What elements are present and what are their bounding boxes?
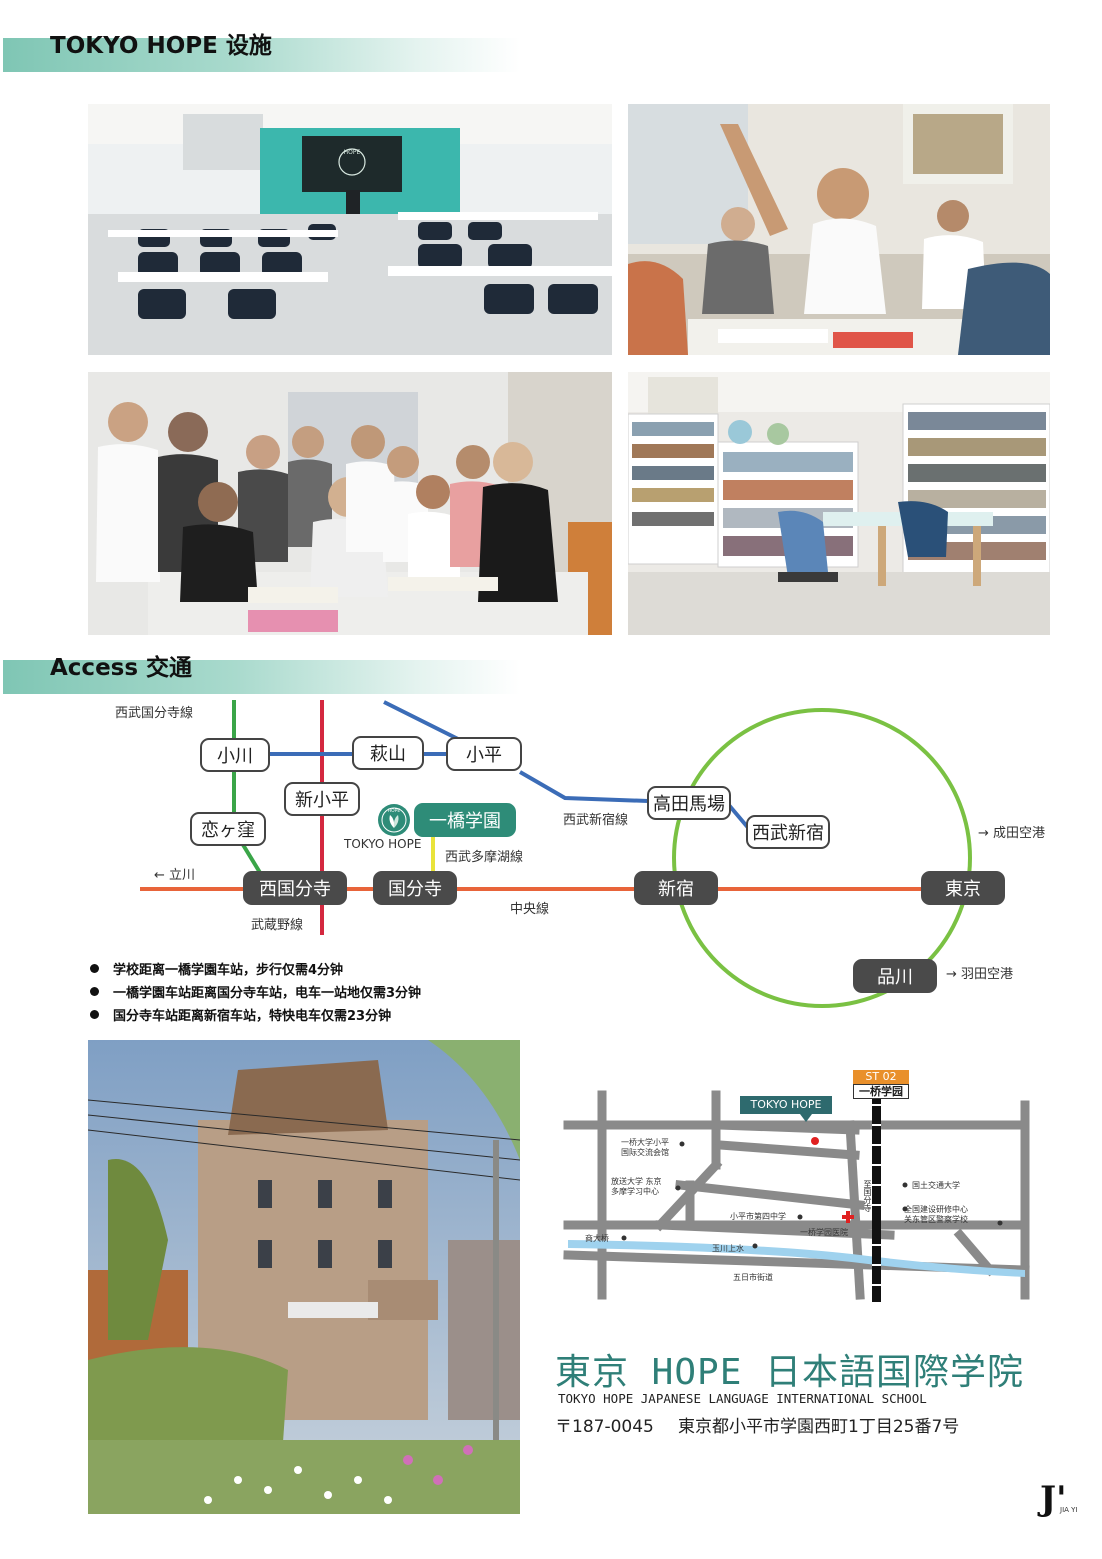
access-title: Access 交通: [50, 655, 193, 681]
school-name-en: TOKYO HOPE JAPANESE LANGUAGE INTERNATION…: [558, 1391, 927, 1406]
station-code-tag: ST 02: [853, 1070, 909, 1084]
label-chuo-line: 中央線: [510, 902, 550, 917]
station-koigakubo: 恋ヶ窪: [190, 812, 266, 846]
photo-classroom: HOPE: [88, 104, 612, 355]
local-area-map: [563, 1087, 1030, 1302]
label-itsukaichi: 五日市街道: [733, 1273, 773, 1282]
school-map-tag: TOKYO HOPE: [740, 1096, 832, 1114]
photo-student-raising-hand: [628, 104, 1050, 355]
bullet-dot-icon: [90, 1010, 99, 1019]
label-tamako-line: 西武多摩湖線: [445, 850, 524, 865]
station-name-tag: 一桥学园: [853, 1084, 909, 1099]
label-musashino-line: 武蔵野線: [251, 918, 304, 933]
brand-sub: JIA YI: [1060, 1506, 1078, 1514]
facilities-title: TOKYO HOPE 设施: [50, 33, 272, 59]
photo-group-students: [88, 372, 612, 635]
station-kodaira: 小平: [446, 737, 522, 771]
shinjuku-line: [518, 770, 649, 803]
station-shinjuku: 新宿: [634, 871, 718, 905]
school-logo-icon: HOPE: [378, 804, 410, 836]
station-hitotsubashi: 一橋学園: [414, 803, 516, 837]
label-intl-center: 一桥大学小平 国际交流会馆: [621, 1138, 669, 1157]
photo-library: [628, 372, 1050, 635]
yamanote-loop: [672, 708, 972, 1008]
facilities-header-bar: [3, 38, 520, 72]
label-open-univ: 放送大学 东京 多摩学习中心: [611, 1177, 662, 1196]
station-shinkodaira: 新小平: [284, 782, 360, 816]
hospital-cross-icon: [842, 1211, 854, 1223]
label-kokubunji-line: 西武国分寺線: [115, 706, 194, 721]
label-narita: → 成田空港: [978, 826, 1046, 841]
access-header-bar: [3, 660, 520, 694]
label-tamagawa: 玉川上水: [712, 1244, 744, 1253]
station-takadanobaba: 高田馬場: [647, 786, 731, 820]
bullet-item: 一橋学園车站距离国分寺车站，电车一站地仅需3分钟: [90, 980, 421, 1003]
label-kokudo: 国土交通大学: [912, 1181, 960, 1190]
brand-logo: J': [1040, 1479, 1067, 1519]
school-address: 東京都小平市学園西町1丁目25番7号: [678, 1417, 960, 1437]
station-seibushinjuku: 西武新宿: [746, 815, 830, 849]
school-location-icon: [811, 1137, 819, 1145]
bullet-item: 学校距离一橋学園车站，步行仅需4分钟: [90, 957, 421, 980]
station-shinagawa: 品川: [853, 959, 937, 993]
station-hagiyama: 萩山: [352, 736, 424, 770]
label-shinjuku-line: 西武新宿線: [563, 813, 629, 828]
label-hospital: 一桥学园医院: [800, 1228, 848, 1237]
access-bullet-list: 学校距离一橋学園车站，步行仅需4分钟 一橋学園车站距离国分寺车站，电车一站地仅需…: [90, 957, 421, 1026]
station-nishikokubunji: 西国分寺: [243, 871, 347, 905]
school-name-jp: 東京 HOPE 日本語国際学院: [555, 1352, 1025, 1393]
station-kokubunji: 国分寺: [373, 871, 457, 905]
photo-school-building: [88, 1040, 520, 1514]
label-jhs: 小平市第四中学: [730, 1212, 786, 1221]
svg-text:HOPE: HOPE: [388, 808, 401, 814]
school-tag-pointer-icon: [800, 1114, 812, 1122]
label-rail-direction: 至国分寺: [863, 1180, 872, 1212]
label-kensetsu: 全国建设研修中心 关东管区警察学校: [904, 1205, 968, 1224]
school-badge-label: TOKYO HOPE: [344, 837, 422, 851]
label-haneda: → 羽田空港: [946, 967, 1014, 982]
bullet-dot-icon: [90, 987, 99, 996]
label-shodaibashi: 商大桥: [585, 1234, 609, 1243]
station-ogawa: 小川: [200, 738, 270, 772]
bullet-dot-icon: [90, 964, 99, 973]
classroom-screen-logo: HOPE: [344, 149, 361, 156]
school-postal: 〒187-0045: [555, 1417, 654, 1437]
station-tokyo: 東京: [921, 871, 1005, 905]
kokubunji-line: [232, 700, 272, 891]
bullet-item: 国分寺车站距离新宿车站，特快电车仅需23分钟: [90, 1003, 421, 1026]
label-tachikawa: ← 立川: [154, 868, 196, 883]
